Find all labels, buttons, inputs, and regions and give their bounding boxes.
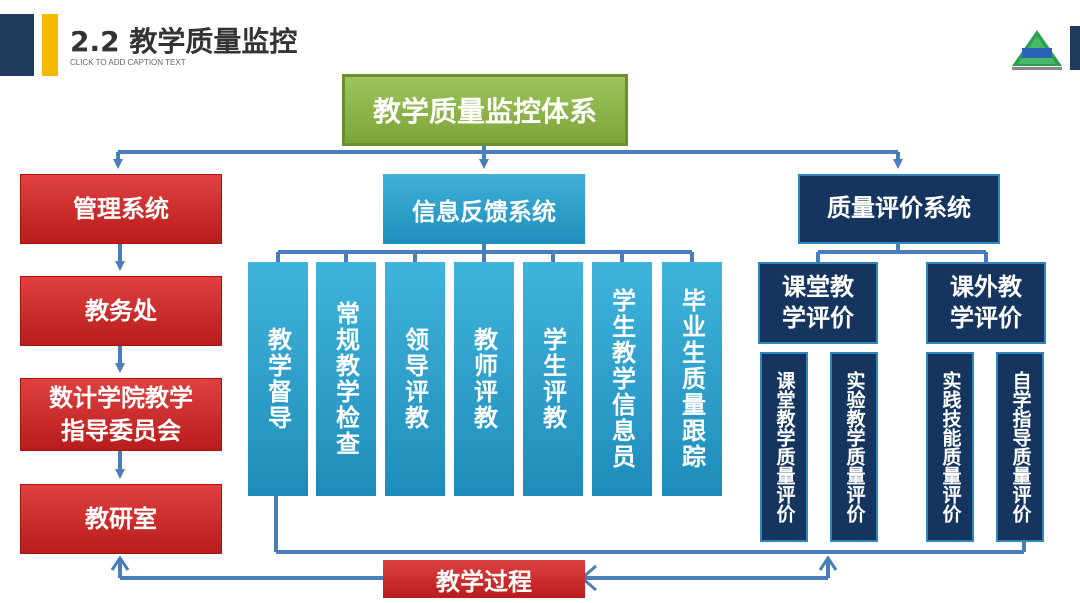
feedback-item: 常规教学检查: [316, 262, 376, 496]
evaluation-item: 实验教学质量评价: [830, 352, 878, 542]
extracurricular-evaluation-node: 课外教学评价: [926, 262, 1046, 344]
university-logo-icon: [1012, 30, 1062, 70]
teaching-office-node: 教研室: [20, 484, 222, 554]
feedback-item: 教学督导: [248, 262, 308, 496]
teaching-committee-node: 数计学院教学指导委员会: [20, 378, 222, 451]
slide-caption: CLICK TO ADD CAPTION TEXT: [70, 58, 186, 67]
management-system-node: 管理系统: [20, 174, 222, 244]
slide-title: 2.2 教学质量监控: [70, 25, 298, 58]
header-left-bar: [0, 14, 34, 76]
evaluation-item: 实践技能质量评价: [926, 352, 974, 542]
academic-affairs-node: 教务处: [20, 276, 222, 346]
feedback-item: 教师评教: [454, 262, 514, 496]
feedback-item: 学生教学信息员: [592, 262, 652, 496]
header-right-bar: [1070, 26, 1080, 70]
feedback-item: 毕业生质量跟踪: [662, 262, 722, 496]
feedback-item: 领导评教: [385, 262, 445, 496]
feedback-item: 学生评教: [523, 262, 583, 496]
header-accent-bar: [42, 14, 58, 76]
teaching-process-node: 教学过程: [383, 560, 585, 598]
classroom-evaluation-node: 课堂教学评价: [758, 262, 878, 344]
evaluation-system-node: 质量评价系统: [798, 174, 1000, 244]
evaluation-item: 课堂教学质量评价: [760, 352, 808, 542]
root-node: 教学质量监控体系: [342, 74, 628, 146]
feedback-system-node: 信息反馈系统: [383, 174, 585, 244]
evaluation-item: 自学指导质量评价: [996, 352, 1044, 542]
